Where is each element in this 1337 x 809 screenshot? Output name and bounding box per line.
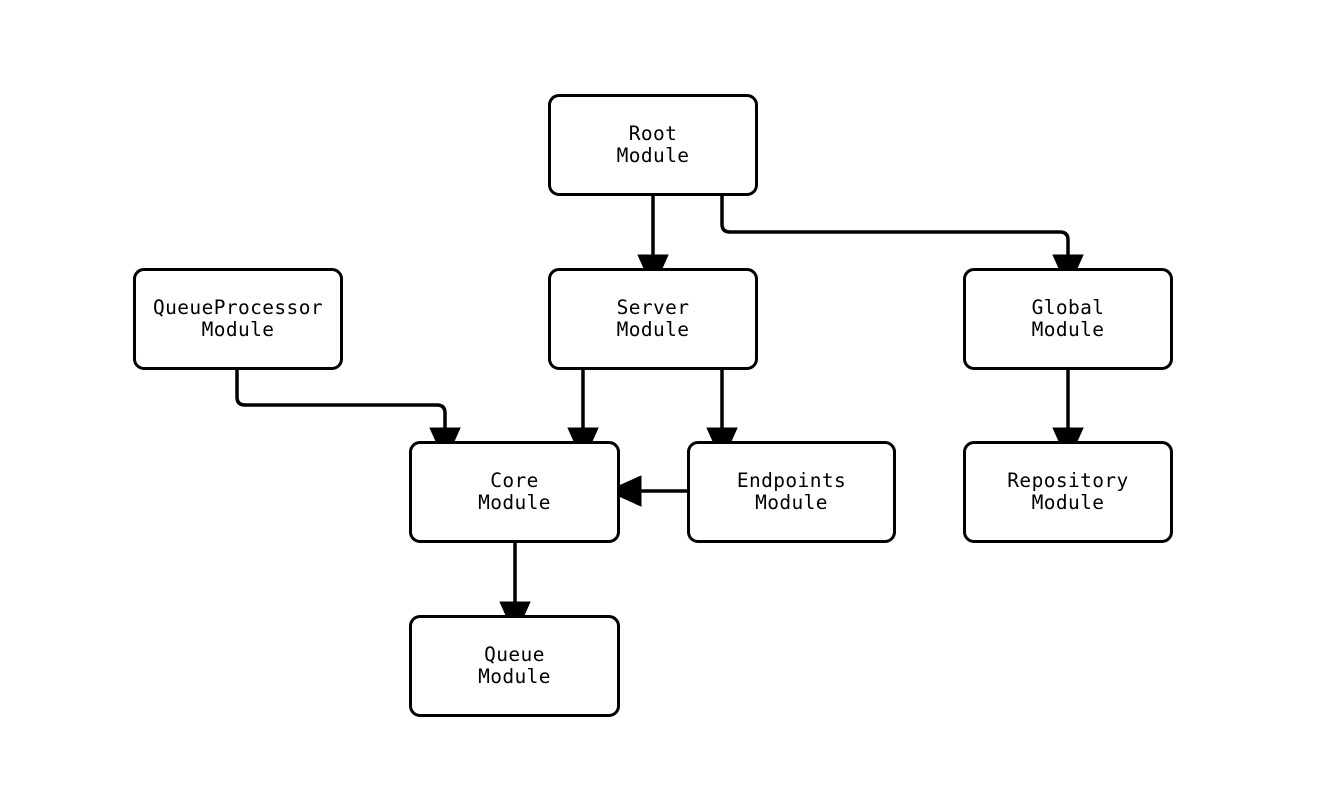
node-label-primary: Server (616, 295, 690, 319)
node-label-secondary: Module (201, 318, 275, 341)
node-label-primary: Queue (484, 642, 545, 666)
edge-queueprocessor-to-core (235, 370, 461, 463)
node-label-secondary: Module (1031, 491, 1105, 514)
node-label-secondary: Module (478, 665, 551, 688)
node-label-secondary: Module (478, 491, 551, 514)
node-label-primary: Root (628, 121, 678, 145)
node-label-secondary: Module (1031, 318, 1105, 341)
node-label-secondary: Module (755, 491, 828, 514)
node-label-secondary: Module (616, 318, 690, 341)
node-label-primary: Global (1031, 295, 1105, 319)
node-label-primary: Core (490, 468, 539, 492)
node-label-primary: QueueProcessor (153, 295, 323, 319)
edge-root-to-global (720, 196, 1084, 290)
node-label-secondary: Module (616, 144, 690, 167)
node-label-primary: Repository (1007, 468, 1129, 492)
node-label-primary: Endpoints (736, 468, 847, 492)
